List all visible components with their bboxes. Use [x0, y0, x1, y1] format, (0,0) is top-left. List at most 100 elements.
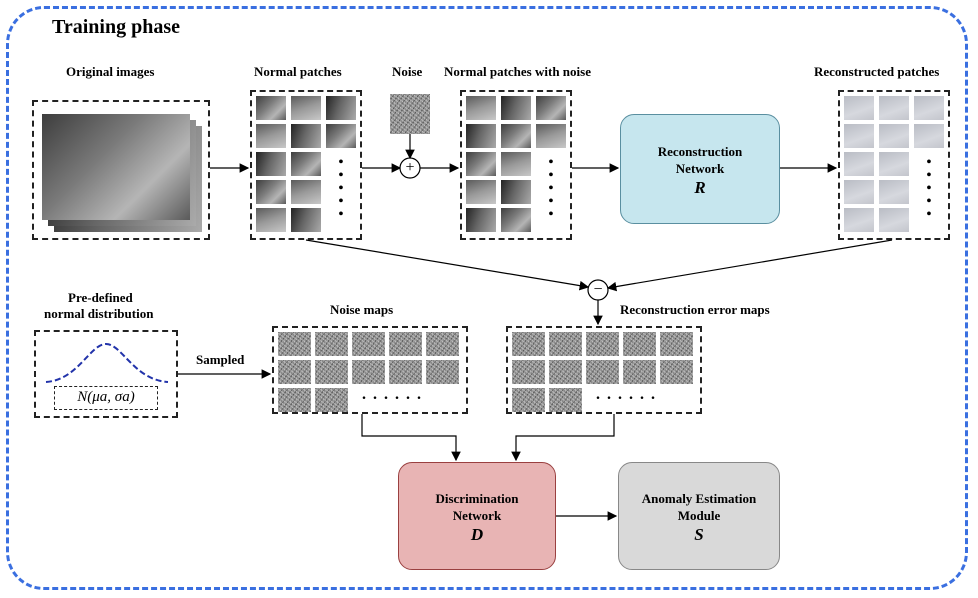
predefined-label-line1: Pre-defined: [68, 290, 133, 305]
noise-map-tile: [278, 360, 311, 384]
noise-map-tile: [549, 360, 582, 384]
noise-map-tile: [549, 388, 582, 412]
noise-map-tile: [278, 332, 311, 356]
noise-map-tile: [586, 360, 619, 384]
patch-tile: [256, 152, 286, 176]
patch-tile: [466, 152, 496, 176]
noise-map-tile: [426, 360, 459, 384]
reconstruction-network-line2: Network: [675, 160, 725, 176]
patch-tile: [326, 124, 356, 148]
patch-tile: [466, 208, 496, 232]
patch-tile: [466, 96, 496, 120]
noise-map-tile: [315, 332, 348, 356]
reconstruction-network-symbol: R: [694, 177, 706, 197]
noise-map-tile: [512, 332, 545, 356]
anomaly-module-symbol: S: [694, 524, 704, 544]
add-operator-icon: +: [405, 159, 415, 176]
reconstructed-patches-label: Reconstructed patches: [814, 64, 940, 79]
noise-map-tile: [586, 332, 619, 356]
noise-map-tile: [549, 332, 582, 356]
patch-tile: [466, 180, 496, 204]
noise-sample: [390, 94, 430, 134]
anomaly-module-line1: Anomaly Estimation: [641, 490, 757, 506]
patch-tile: [879, 180, 909, 204]
noise-map-tile: [512, 388, 545, 412]
patch-tile: [256, 124, 286, 148]
patch-tile: [844, 152, 874, 176]
normal-distribution-box: N(μa, σa): [34, 330, 178, 418]
discrimination-network-symbol: D: [470, 524, 484, 544]
distribution-formula: N(μa, σa): [54, 386, 158, 410]
reconstructed-patches-grid: • • • • •: [838, 90, 950, 240]
add-operator-circle: [399, 157, 421, 179]
error-maps-grid: ......: [506, 326, 702, 414]
horizontal-ellipsis: ......: [362, 386, 428, 403]
noise-map-tile: [660, 332, 693, 356]
horizontal-ellipsis: ......: [596, 386, 662, 403]
sampled-label: Sampled: [196, 352, 245, 367]
patch-tile: [256, 180, 286, 204]
patch-tile: [256, 96, 286, 120]
vertical-ellipsis: • • • • •: [926, 155, 932, 222]
arrow-recon-to-sub: [606, 239, 893, 292]
reconstruction-network-box: Reconstruction Network R: [620, 114, 780, 224]
patch-tile: [501, 180, 531, 204]
reconstruction-network-line1: Reconstruction: [657, 143, 743, 159]
noise-map-tile: [278, 388, 311, 412]
patch-tile: [914, 124, 944, 148]
normal-patches-label: Normal patches: [254, 64, 342, 79]
patch-tile: [844, 180, 874, 204]
noise-map-tile: [352, 332, 385, 356]
patch-tile: [536, 124, 566, 148]
patch-tile: [879, 124, 909, 148]
patch-tile: [501, 152, 531, 176]
patch-tile: [879, 152, 909, 176]
patch-tile: [291, 124, 321, 148]
noise-map-tile: [352, 360, 385, 384]
noise-map-tile: [623, 332, 656, 356]
training-phase-frame: [6, 6, 968, 590]
arrow-noisemaps-to-d: [361, 414, 461, 462]
noise-map-tile: [512, 360, 545, 384]
vertical-ellipsis: • • • • •: [338, 155, 344, 222]
patch-tile: [291, 180, 321, 204]
patch-tile: [291, 208, 321, 232]
diagram-title: Training phase: [52, 16, 180, 38]
patch-tile: [844, 208, 874, 232]
predefined-label-line2: normal distribution: [44, 306, 154, 321]
patch-tile: [914, 96, 944, 120]
noise-maps-grid: ......: [272, 326, 468, 414]
noise-label: Noise: [392, 64, 423, 79]
noisy-patches-grid: • • • • •: [460, 90, 572, 240]
patch-tile: [291, 96, 321, 120]
discrimination-network-line2: Network: [452, 507, 502, 523]
subtract-operator-circle: [587, 279, 609, 301]
reconstruction-error-maps-label: Reconstruction error maps: [620, 302, 770, 317]
discrimination-network-box: Discrimination Network D: [398, 462, 556, 570]
patch-tile: [879, 208, 909, 232]
noise-maps-label: Noise maps: [330, 302, 394, 317]
normal-patches-grid: • • • • •: [250, 90, 362, 240]
anomaly-module-line2: Module: [677, 507, 721, 523]
patch-tile: [536, 96, 566, 120]
patch-tile: [466, 124, 496, 148]
arrow-patches-to-sub: [305, 239, 590, 291]
original-images-box: [32, 100, 210, 240]
noise-map-tile: [426, 332, 459, 356]
noise-map-tile: [389, 360, 422, 384]
image-stack-front: [42, 114, 190, 220]
patch-tile: [501, 96, 531, 120]
arrow-errmaps-to-d: [511, 414, 615, 462]
subtract-operator-icon: −: [593, 281, 603, 298]
normal-patches-with-noise-label: Normal patches with noise: [444, 64, 591, 79]
noise-map-tile: [389, 332, 422, 356]
patch-tile: [501, 208, 531, 232]
gaussian-curve: [45, 342, 169, 383]
noise-map-tile: [315, 388, 348, 412]
patch-tile: [256, 208, 286, 232]
discrimination-network-line1: Discrimination: [435, 490, 519, 506]
patch-tile: [291, 152, 321, 176]
patch-tile: [844, 96, 874, 120]
noise-map-tile: [660, 360, 693, 384]
